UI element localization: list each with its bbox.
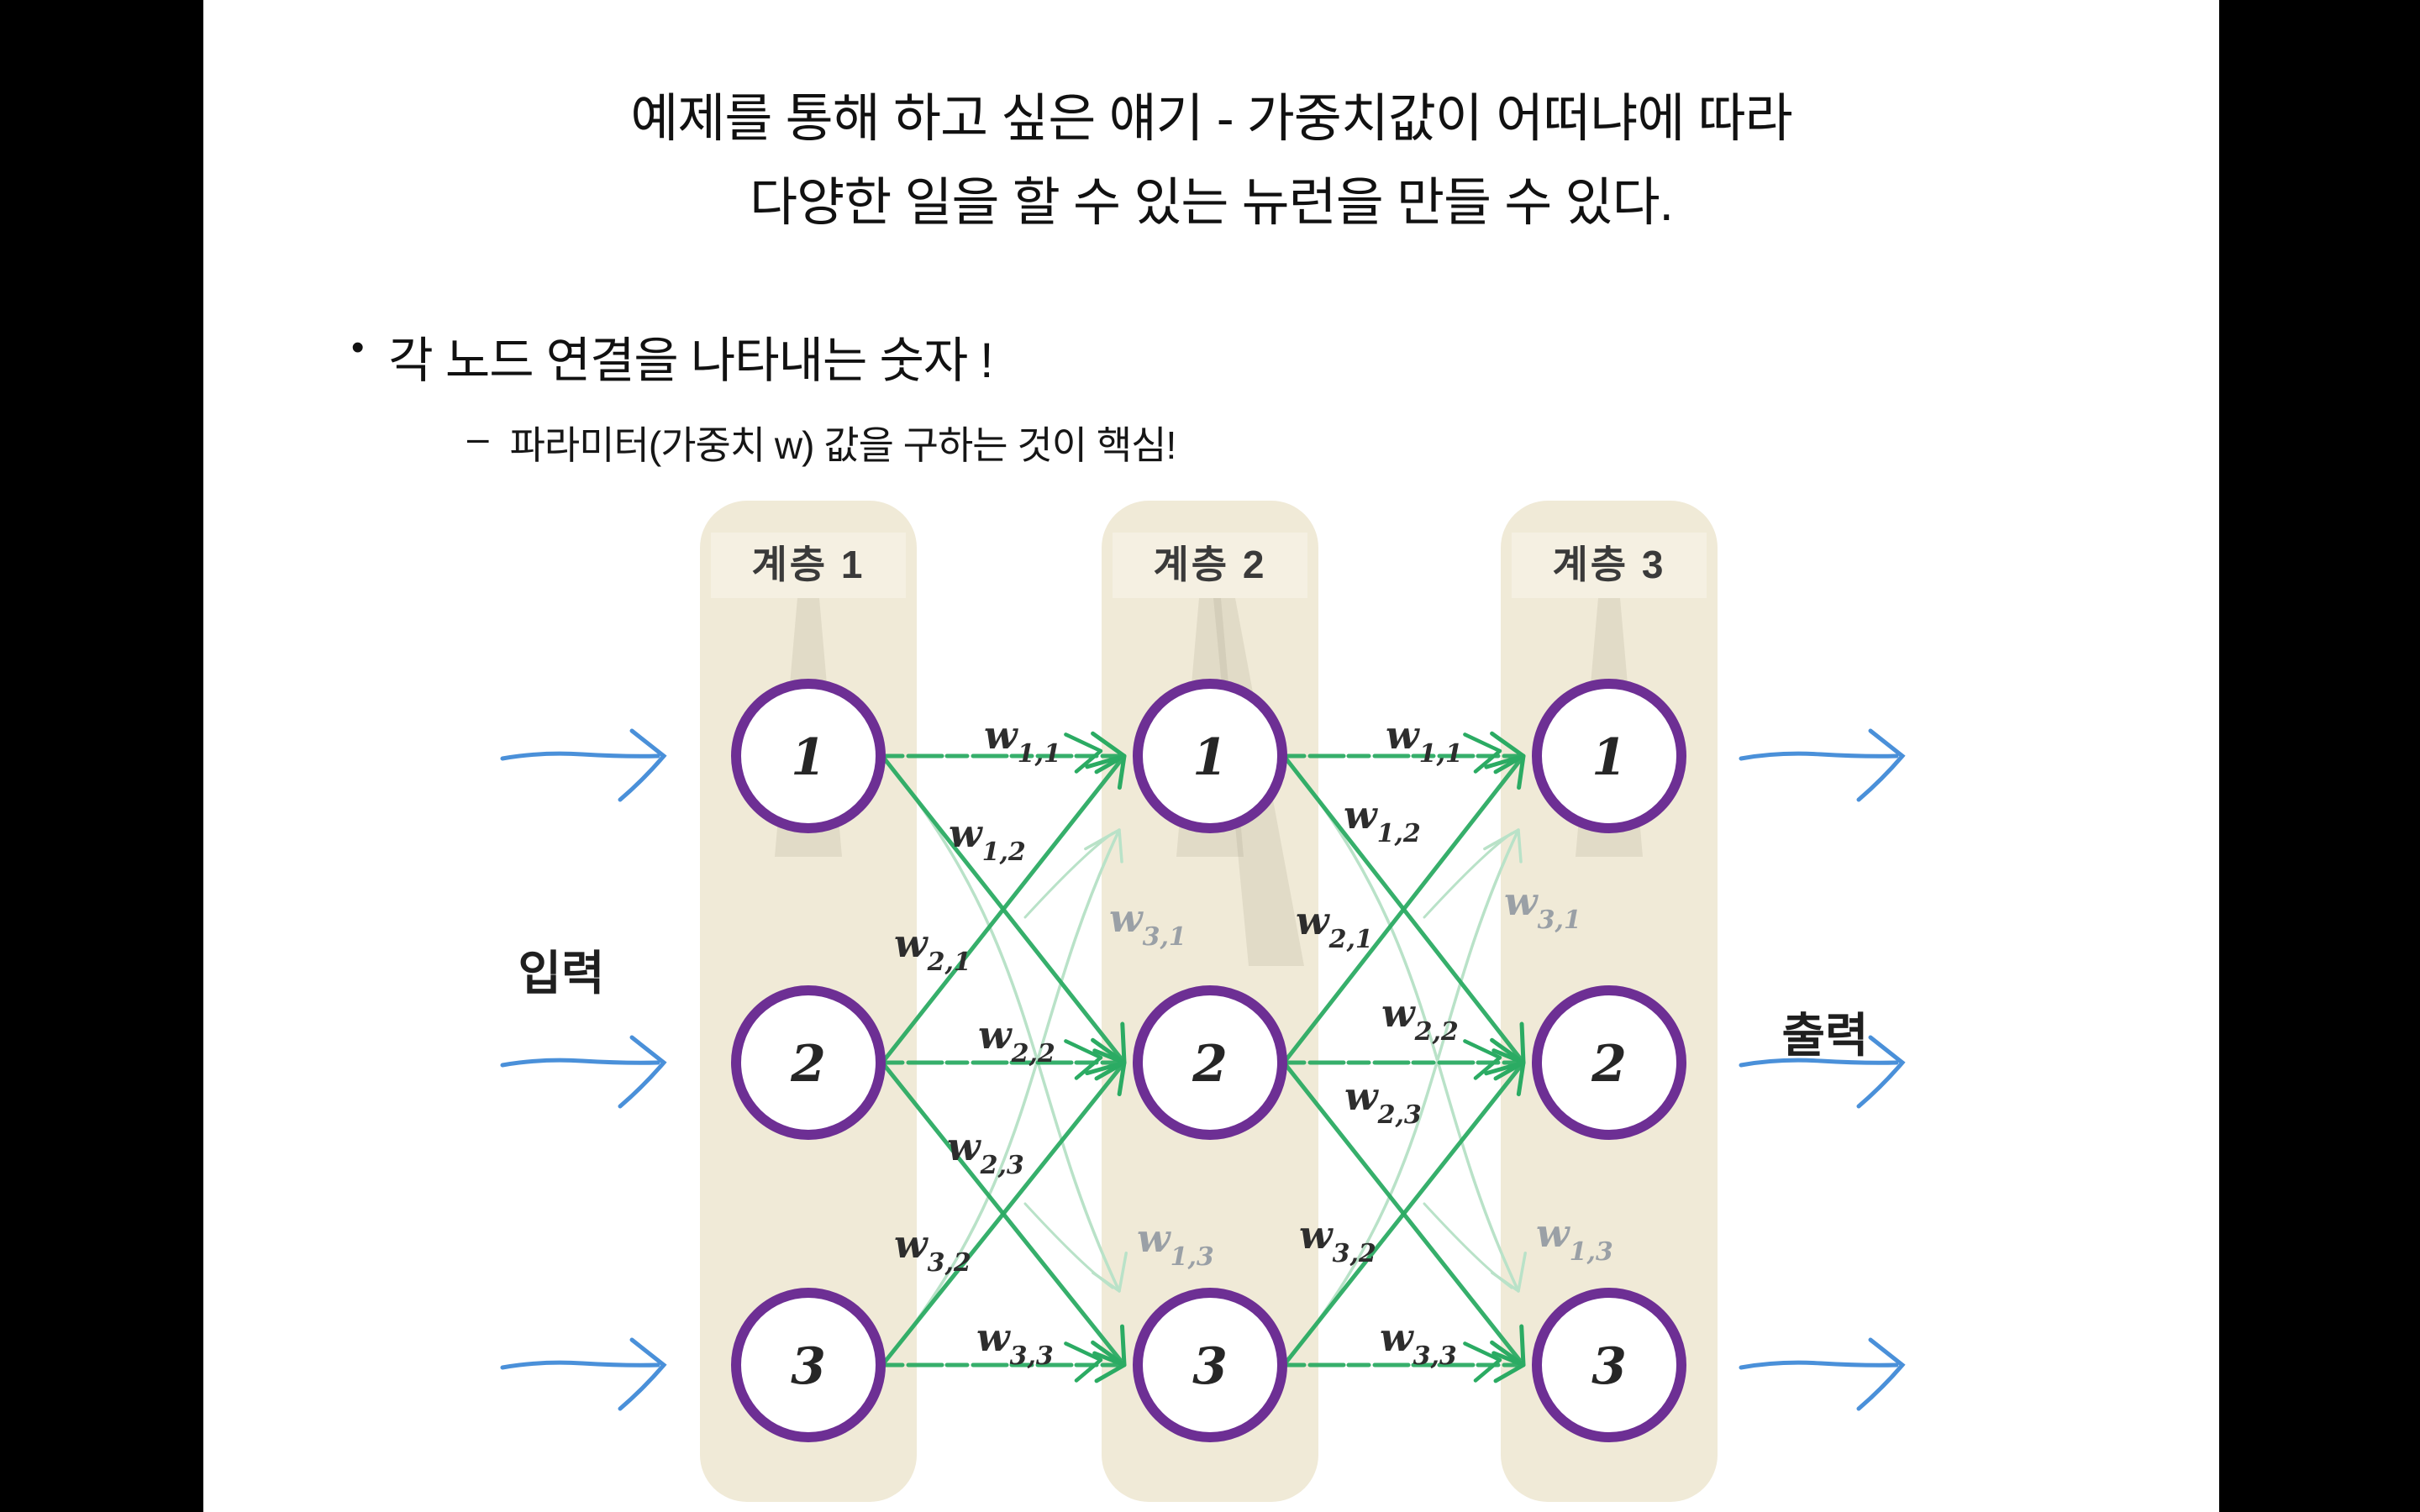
arrowhead — [1064, 1039, 1103, 1080]
node-layer3-3 — [1532, 1288, 1686, 1442]
layer-label-1: 계층 1 — [751, 543, 865, 586]
weight-label-g1-w32: w3,2 — [894, 1221, 971, 1278]
node-number-layer3-1: 1 — [1591, 728, 1627, 787]
node-layer1-1 — [731, 679, 886, 833]
input-arrow-2-shaft — [500, 1058, 660, 1068]
weight-label-g2-w32: w3,2 — [1299, 1212, 1376, 1268]
faint-hook-arc — [1023, 1202, 1114, 1289]
arrowhead — [1483, 828, 1523, 864]
bullet-label: 각 노드 연결을 나타내는 숫자 ! — [388, 333, 993, 388]
node-number-layer1-3: 3 — [791, 1337, 826, 1396]
input-arrow-3-head — [618, 1337, 667, 1411]
sub-bullet-item: – 파라미터(가중치 w) 값을 구하는 것이 핵심! — [467, 415, 1176, 470]
weight-label-g2-w11: w1,1 — [1386, 712, 1463, 769]
edge-g1-w23 — [880, 1060, 1123, 1362]
input-arrow-1-head — [618, 728, 667, 802]
letterbox-right — [2219, 0, 2420, 1512]
faint-hook-arc — [1423, 832, 1513, 919]
layer-header-strip-1 — [711, 533, 906, 598]
input-label: 입력 — [518, 947, 604, 1000]
sub-bullet-marker: – — [467, 416, 489, 459]
node-layer1-3 — [731, 1288, 886, 1442]
node-layer2-2 — [1133, 985, 1287, 1140]
faint-hook-arc — [1023, 832, 1114, 919]
weight-label-g2-w22: w2,2 — [1381, 990, 1459, 1047]
node-layer3-1 — [1532, 679, 1686, 833]
weight-label-g2-w13: w1,3 — [1536, 1210, 1613, 1267]
edge-g2-w12 — [1281, 753, 1522, 1060]
arrowhead — [1463, 1039, 1502, 1080]
node-number-layer2-2: 2 — [1192, 1035, 1228, 1094]
layer-label-2: 계층 2 — [1153, 543, 1266, 586]
node-number-layer1-2: 2 — [790, 1035, 826, 1094]
layer-header-strip-2 — [1113, 533, 1307, 598]
input-arrow-1-shaft — [500, 751, 660, 761]
weight-label-g1-w23: w2,3 — [947, 1124, 1024, 1180]
edge-muted-g1-w13 — [881, 754, 1121, 1293]
letterbox-left — [0, 0, 203, 1512]
weight-label-g1-w11: w1,1 — [984, 712, 1061, 769]
output-label: 출력 — [1781, 1009, 1868, 1062]
weight-label-g2-w31: w3,1 — [1504, 879, 1581, 935]
node-number-layer1-1: 1 — [791, 728, 826, 787]
bullet-item: • 각 노드 연결을 나타내는 숫자 ! — [351, 321, 993, 391]
node-number-layer3-3: 3 — [1591, 1337, 1627, 1396]
title-line-1: 예제를 통해 하고 싶은 얘기 - 가중치값이 어떠냐에 따라 — [630, 90, 1792, 148]
weight-label-g1-w21: w2,1 — [894, 921, 971, 977]
output-arrow-1-shaft — [1739, 751, 1899, 761]
edge-g1-w32 — [880, 1065, 1123, 1368]
node-layer1-2 — [731, 985, 886, 1140]
edge-g2-w32 — [1281, 1065, 1522, 1368]
edge-muted-g2-w13 — [1282, 754, 1520, 1293]
edge-g1-w12 — [880, 753, 1123, 1060]
weight-label-g2-w23: w2,3 — [1344, 1074, 1422, 1130]
node-number-layer2-1: 1 — [1192, 728, 1228, 787]
node-layer3-2 — [1532, 985, 1686, 1140]
output-arrow-2-shaft — [1739, 1058, 1899, 1068]
arrowhead — [1484, 753, 1526, 790]
input-arrow-3-shaft — [500, 1360, 660, 1370]
arrowhead — [1490, 1340, 1526, 1383]
weight-label-g1-w13: w1,3 — [1137, 1215, 1214, 1272]
weight-label-g2-w12: w1,2 — [1344, 792, 1421, 848]
edge-g1-w21 — [880, 759, 1123, 1065]
faint-hook-arc — [1423, 1202, 1513, 1289]
node-number-layer2-3: 3 — [1192, 1337, 1228, 1396]
sub-bullet-label: 파라미터(가중치 w) 값을 구하는 것이 핵심! — [509, 423, 1177, 467]
weight-label-g2-w21: w2,1 — [1296, 898, 1373, 954]
bullet-marker: • — [351, 327, 364, 368]
arrowhead — [1085, 1060, 1127, 1097]
node-layer2-3 — [1133, 1288, 1287, 1442]
node-number-layer3-2: 2 — [1591, 1035, 1627, 1094]
weight-label-g1-w12: w1,2 — [949, 811, 1026, 867]
arrowhead — [1064, 1341, 1103, 1383]
slide-title: 예제를 통해 하고 싶은 얘기 - 가중치값이 어떠냐에 따라 다양한 일을 할… — [203, 77, 2219, 246]
edge-g2-w23 — [1281, 1060, 1522, 1362]
arrowhead — [1064, 732, 1103, 774]
edge-g2-w21 — [1281, 759, 1522, 1065]
output-arrow-1-head — [1856, 728, 1906, 802]
output-arrow-2-head — [1856, 1035, 1906, 1109]
weight-label-g2-w33: w3,3 — [1380, 1315, 1457, 1371]
node-layer2-1 — [1133, 679, 1287, 833]
output-arrow-3-head — [1856, 1337, 1906, 1411]
edge-muted-g1-w31 — [881, 828, 1121, 1367]
title-line-2: 다양한 일을 할 수 있는 뉴런을 만들 수 있다. — [750, 174, 1674, 233]
weight-label-g1-w33: w3,3 — [976, 1315, 1054, 1371]
output-arrow-3-shaft — [1739, 1360, 1899, 1370]
edge-muted-g2-w31 — [1282, 828, 1520, 1367]
input-arrow-2-head — [618, 1035, 667, 1109]
layer-header-strip-3 — [1512, 533, 1707, 598]
weight-label-g1-w31: w3,1 — [1109, 895, 1186, 952]
arrowhead — [1084, 828, 1123, 864]
arrowhead — [1091, 1340, 1127, 1383]
arrowhead — [1484, 1060, 1526, 1097]
arrowhead — [1085, 753, 1127, 790]
weight-label-g1-w22: w2,2 — [978, 1012, 1055, 1068]
layer-label-3: 계층 3 — [1552, 543, 1665, 586]
arrowhead — [1463, 732, 1502, 774]
arrowhead — [1463, 1341, 1502, 1383]
